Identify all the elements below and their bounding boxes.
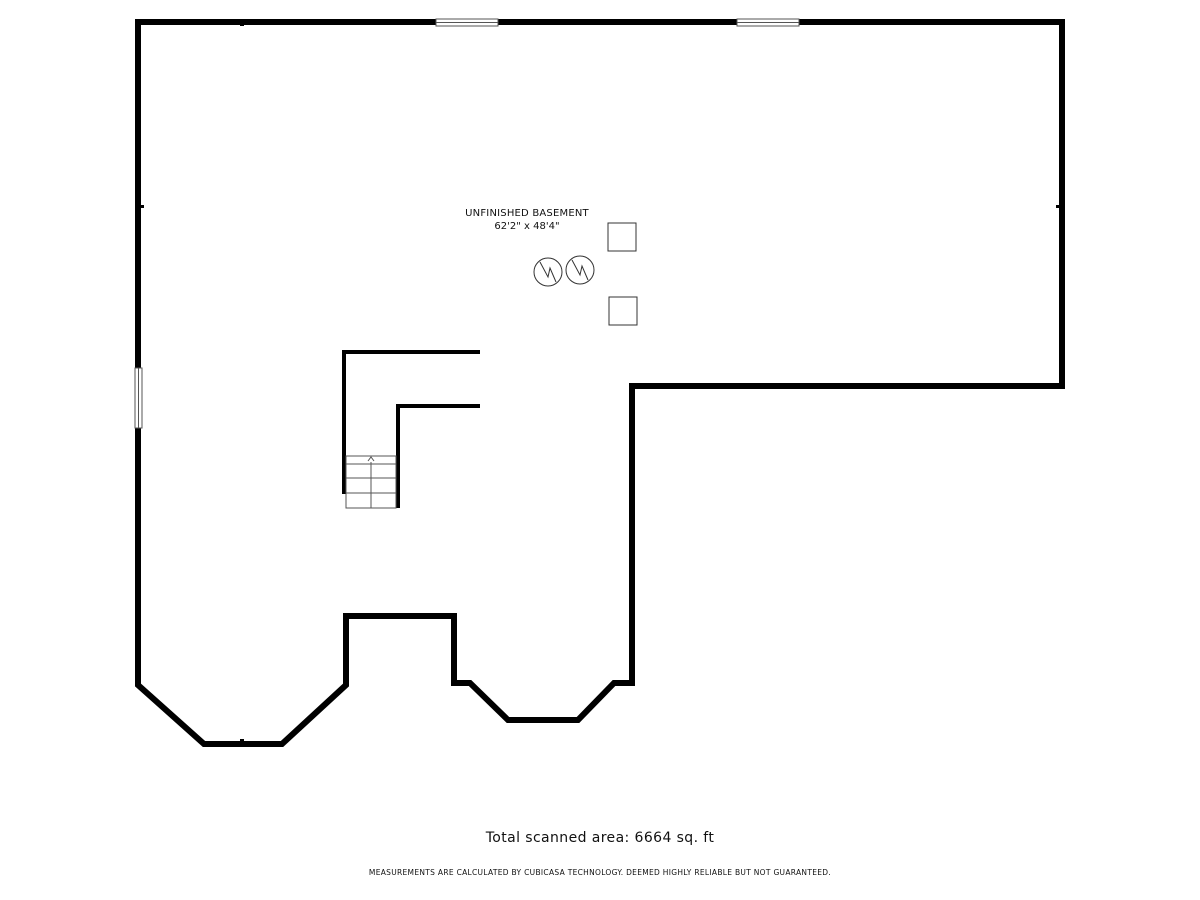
support-post-icon <box>607 222 637 252</box>
water-heater-icon <box>565 255 595 285</box>
room-dimensions: 62'2" x 48'4" <box>494 221 559 232</box>
stair-wall-outer <box>342 350 480 494</box>
total-scanned-area: Total scanned area: 6664 sq. ft <box>485 830 715 846</box>
stairs-icon <box>345 455 397 509</box>
stair-wall-inner <box>396 404 480 508</box>
room-name: UNFINISHED BASEMENT <box>465 208 589 219</box>
window-left <box>134 367 143 429</box>
support-post-icon <box>608 296 638 326</box>
exterior-wall <box>135 19 1065 747</box>
wall-ticks <box>141 24 1059 741</box>
water-heater-icon <box>533 257 563 287</box>
window-top-left <box>435 18 499 27</box>
disclaimer: MEASUREMENTS ARE CALCULATED BY CUBICASA … <box>368 868 832 877</box>
window-top-right <box>736 18 800 27</box>
